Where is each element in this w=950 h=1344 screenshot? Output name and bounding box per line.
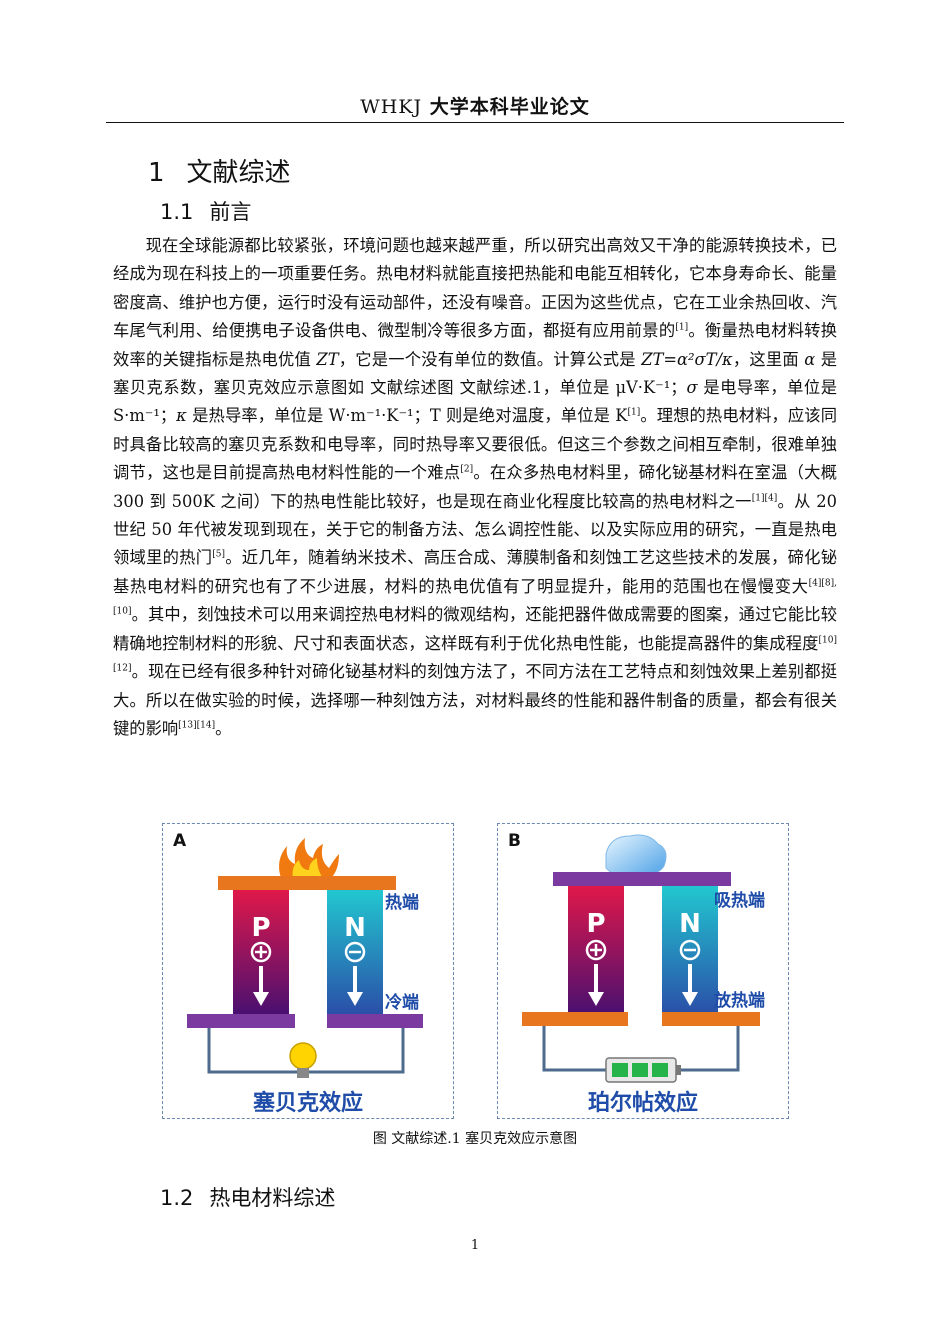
chapter-number: 1 xyxy=(148,158,165,188)
text-run: 。在众多热电材料里，碲化铋基材料在室温（大概 300 到 500K 之间）下的热… xyxy=(113,463,837,511)
cold-end-label: 冷端 xyxy=(385,992,419,1013)
down-arrow-icon xyxy=(253,966,363,1006)
text-run: 。衡量热电材料转换效率的关键指标是热电优值 xyxy=(113,321,837,369)
figure-caption: 图 文献综述.1 塞贝克效应示意图 xyxy=(372,1131,578,1147)
symbol-zt: ZT xyxy=(316,349,339,369)
symbol-alpha: α xyxy=(804,349,816,369)
text-run: ，它是一个没有单位的数值。计算公式是 xyxy=(338,349,642,369)
page-number: 1 xyxy=(470,1238,480,1253)
n-label: N xyxy=(679,909,701,939)
text-run: 。从 20 世纪 50 年代被发现到现在，关于它的制备方法、怎么调控性能、以及实… xyxy=(113,491,837,568)
text-run: 是电导率，单位是 S·m⁻¹； xyxy=(113,378,837,426)
minus-icon xyxy=(679,939,701,961)
panel-seebeck: A P N 热端 冷端 xyxy=(162,823,454,1119)
panel-letter: A xyxy=(173,831,187,851)
formula-zt: ZT=α²σT/κ xyxy=(641,349,733,369)
header-code: WHKJ xyxy=(360,96,423,118)
cold-plate-left xyxy=(187,1014,295,1028)
flame-icon xyxy=(279,838,339,878)
citation-ref[interactable]: [1][4] xyxy=(751,493,778,504)
panel-title: 塞贝克效应 xyxy=(253,1090,363,1116)
section-heading-review: 1.2 热电材料综述 xyxy=(160,1182,335,1212)
text-run: 。 xyxy=(215,718,232,738)
p-label: P xyxy=(251,913,270,943)
text-run: 。其中，刻蚀技术可以用来调控热电材料的微观结构，还能把器件做成需要的图案，通过它… xyxy=(113,605,837,653)
release-end-label: 放热端 xyxy=(713,990,765,1011)
section-heading-preface: 1.1 前言 xyxy=(160,196,251,226)
section-title: 前言 xyxy=(209,200,252,224)
absorb-plate xyxy=(553,872,731,886)
plus-icon xyxy=(250,941,272,963)
body-paragraph: 现在全球能源都比较紧张，环境问题也越来越严重，所以研究出高效又干净的能源转换技术… xyxy=(113,232,837,743)
text-run: 。理想的热电材料，应该同时具备比较高的塞贝克系数和电导率，同时热导率又要很低。但… xyxy=(113,406,837,483)
panel-letter: B xyxy=(508,831,521,851)
text-run: 是塞贝克系数，塞贝克效应示意图如 文献综述图 文献综述.1，单位是 μV·K⁻¹… xyxy=(113,349,837,398)
text-run: ，这里面 xyxy=(732,349,805,369)
lightbulb-icon xyxy=(289,1042,317,1078)
citation-ref[interactable]: [1] xyxy=(627,408,641,419)
cold-plate-right xyxy=(327,1014,423,1028)
section-title: 热电材料综述 xyxy=(209,1186,336,1210)
release-plate-right xyxy=(662,1012,760,1026)
panel-peltier: B P N 吸热端 放热端 xyxy=(497,823,789,1119)
text-run: 。近几年，随着纳米技术、高压合成、薄膜制备和刻蚀工艺这些技术的发展，碲化铋基热电… xyxy=(113,548,837,596)
n-label: N xyxy=(344,913,366,943)
thermoelectric-figure: A P N 热端 冷端 xyxy=(160,823,790,1123)
citation-ref[interactable]: [5] xyxy=(212,550,225,561)
hot-plate xyxy=(218,876,396,890)
citation-ref[interactable]: [13][14] xyxy=(178,720,216,731)
section-number: 1.1 xyxy=(160,200,194,224)
text-run: 。现在已经有很多种针对碲化铋基材料的刻蚀方法了，不同方法在工艺特点和刻蚀效果上差… xyxy=(113,662,837,738)
citation-ref[interactable]: [2] xyxy=(460,464,474,475)
absorb-end-label: 吸热端 xyxy=(714,890,765,911)
citation-ref[interactable]: [4][8],[10] xyxy=(113,578,837,617)
page-header: WHKJ 大学本科毕业论文 xyxy=(106,92,844,123)
text-run: 是热导率，单位是 W·m⁻¹·K⁻¹；T 则是绝对温度，单位是 K xyxy=(186,406,628,426)
chapter-title: 文献综述 xyxy=(186,158,291,188)
down-arrow-icon xyxy=(588,964,698,1006)
p-label: P xyxy=(586,909,605,939)
symbol-sigma: σ xyxy=(686,378,698,398)
ice-cube-icon xyxy=(605,834,667,877)
chapter-heading: 1 文献综述 xyxy=(148,152,291,189)
plus-icon xyxy=(585,939,607,961)
minus-icon xyxy=(344,941,366,963)
citation-ref[interactable]: [1] xyxy=(675,322,689,333)
section-number: 1.2 xyxy=(160,1186,194,1210)
release-plate-left xyxy=(522,1012,628,1026)
text-run: 现在全球能源都比较紧张，环境问题也越来越严重，所以研究出高效又干净的能源转换技术… xyxy=(113,236,837,341)
hot-end-label: 热端 xyxy=(385,892,419,913)
battery-icon xyxy=(605,1057,681,1083)
symbol-kappa: κ xyxy=(176,406,187,426)
header-title: 大学本科毕业论文 xyxy=(429,96,590,118)
panel-title: 珀尔帖效应 xyxy=(588,1090,698,1116)
citation-ref[interactable]: [10][12] xyxy=(113,635,837,674)
